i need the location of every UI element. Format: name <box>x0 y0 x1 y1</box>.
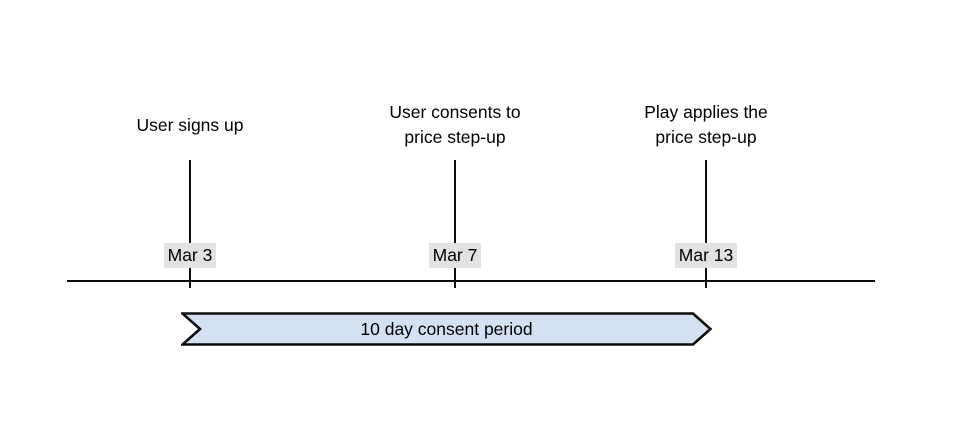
timeline-marker-2-label: User consents to price step-up <box>389 102 521 147</box>
timeline-marker-3-label: Play applies the price step-up <box>644 102 768 147</box>
timeline-marker-1-label: User signs up <box>136 115 244 135</box>
timeline-marker-3-stem <box>705 160 707 288</box>
timeline-marker-1-date: Mar 3 <box>163 243 217 268</box>
timeline-marker-3-date: Mar 13 <box>674 243 738 268</box>
consent-period-arrow-shape <box>181 312 712 346</box>
consent-period-banner: 10 day consent period <box>181 312 712 346</box>
timeline-axis <box>67 280 875 282</box>
timeline-marker-2-stem <box>454 160 456 288</box>
timeline-marker-1-date-wrap: Mar 3 <box>40 243 340 268</box>
timeline-marker-2-date-wrap: Mar 7 <box>305 243 605 268</box>
timeline-marker-3-date-wrap: Mar 13 <box>556 243 856 268</box>
timeline-marker-1-stem <box>189 160 191 288</box>
timeline-marker-2-date: Mar 7 <box>428 243 482 268</box>
